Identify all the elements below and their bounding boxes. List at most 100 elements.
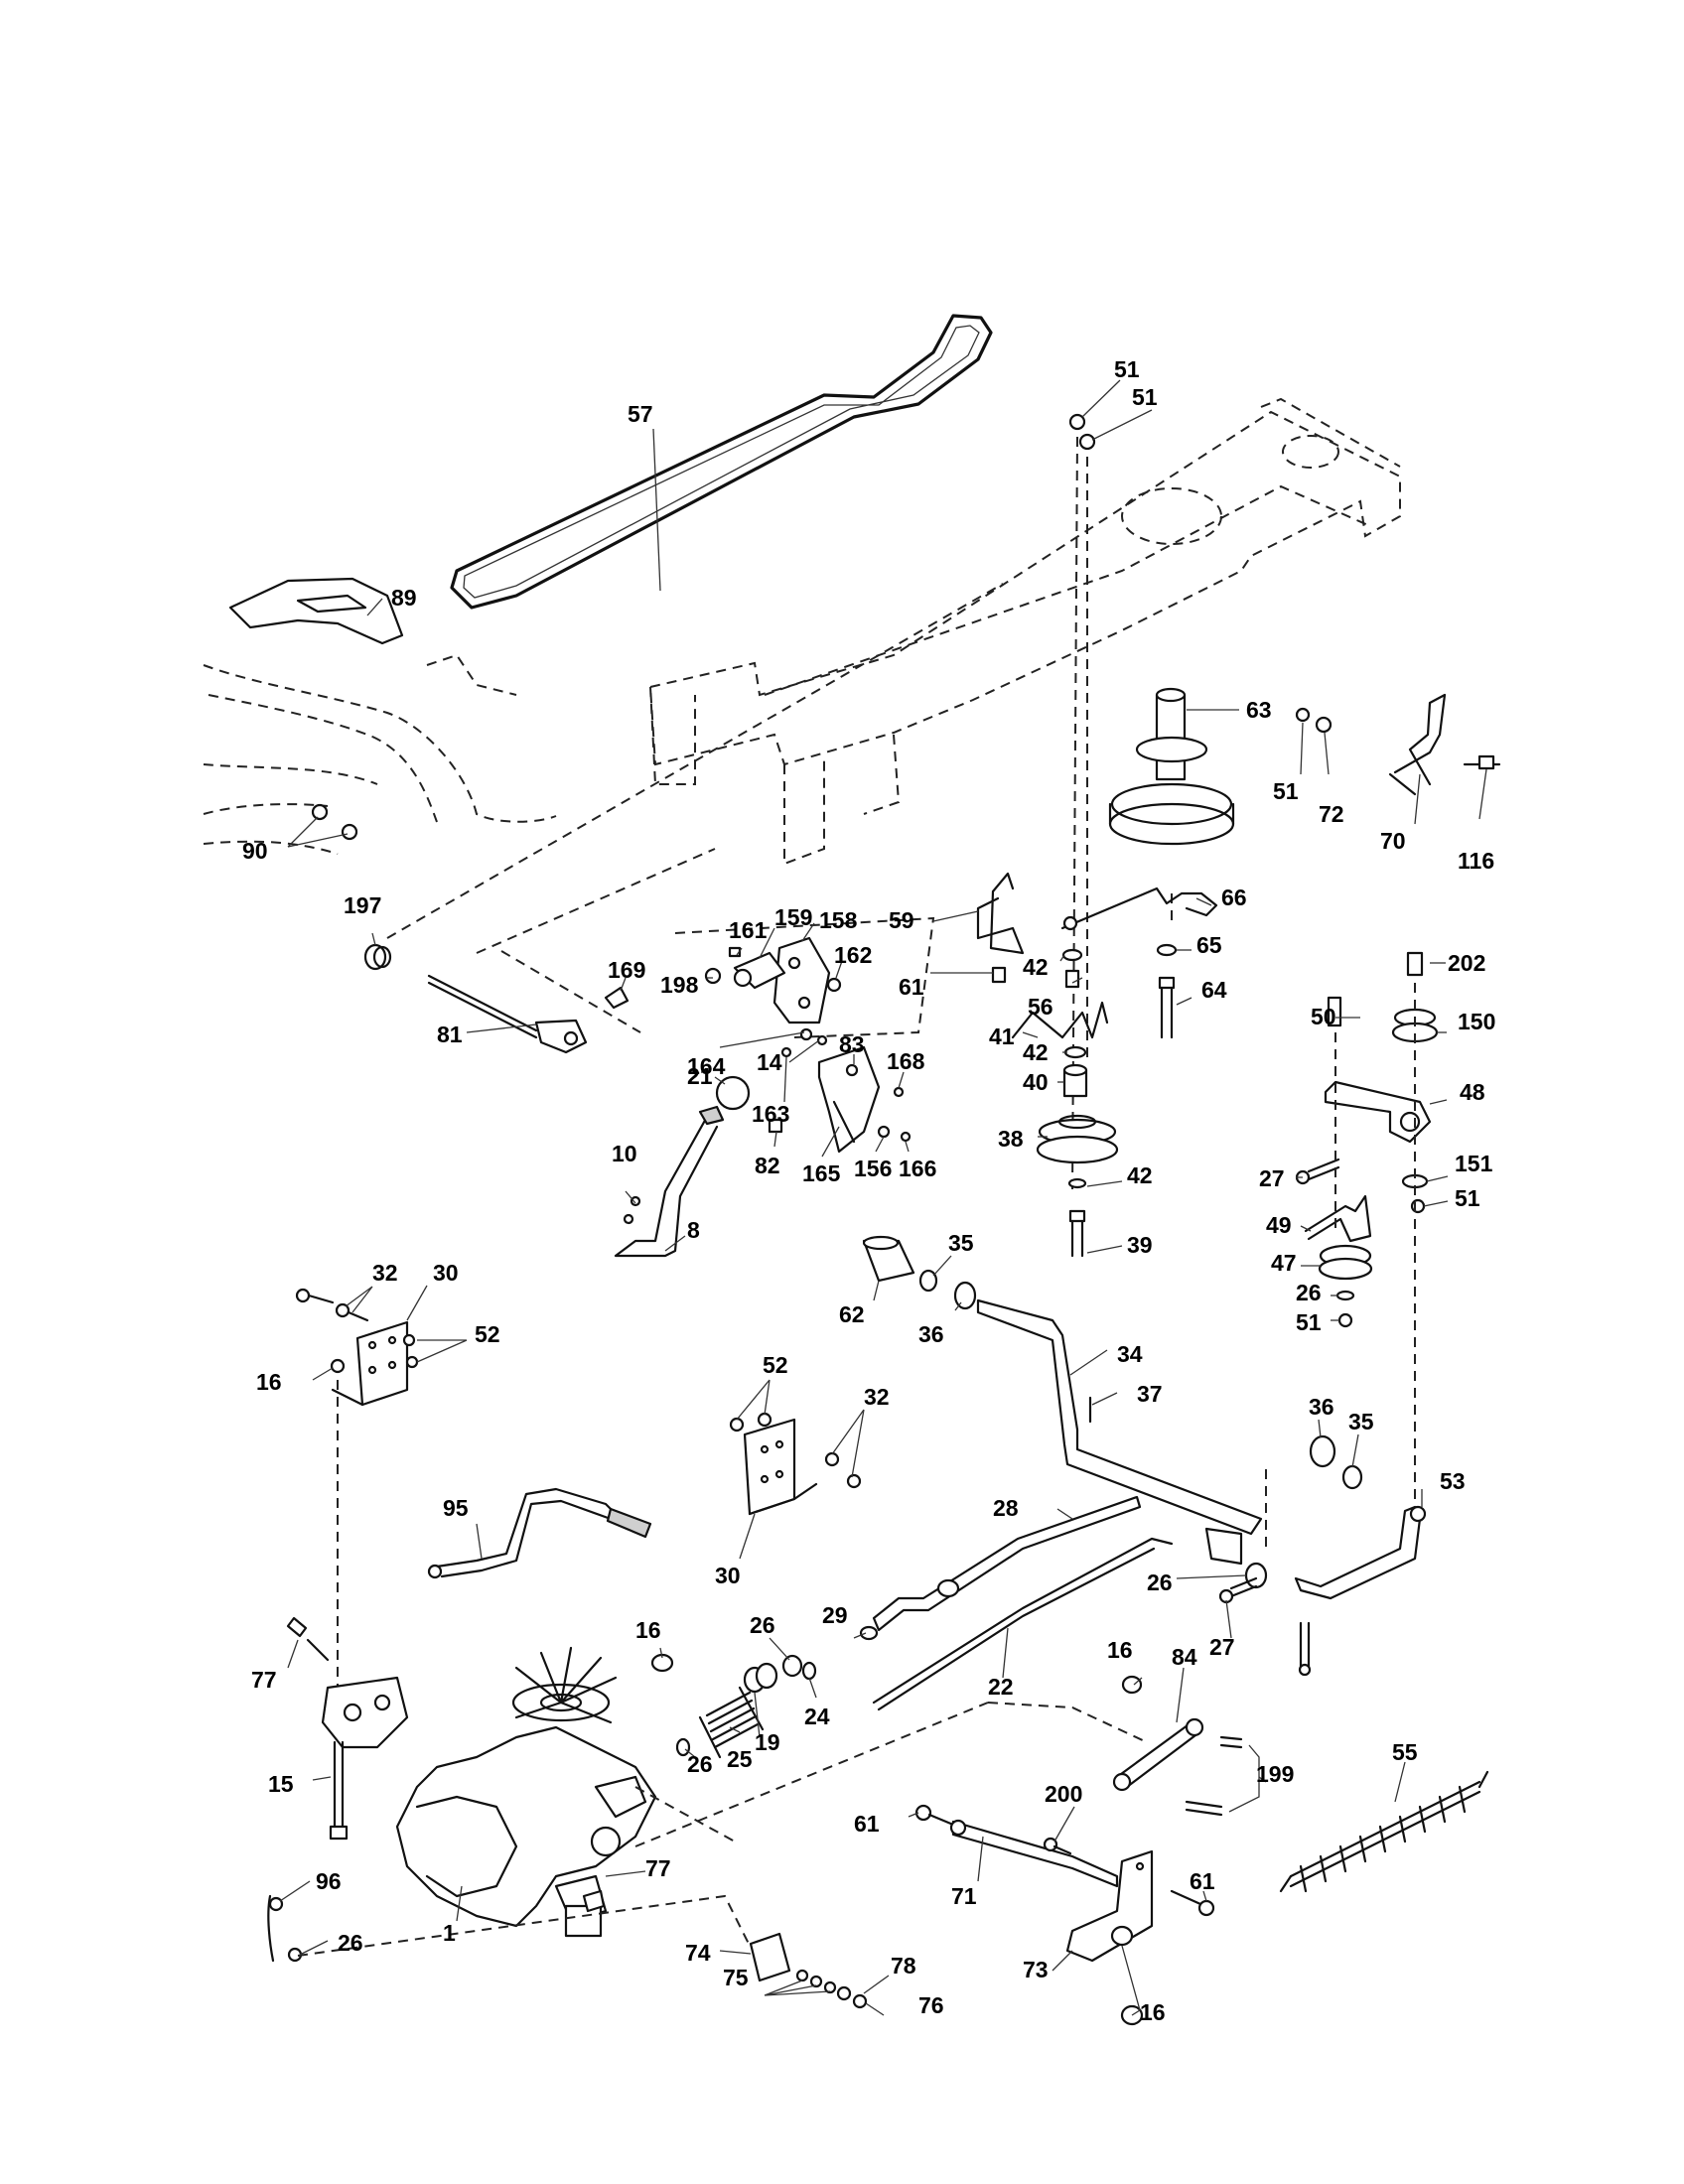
bolt-56 <box>1064 969 1080 989</box>
callout-38: 38 <box>998 1126 1024 1152</box>
nut-16d <box>1110 1925 1144 2026</box>
callout-25: 25 <box>727 1746 753 1772</box>
bolt-27 <box>1295 1158 1340 1185</box>
callout-56: 56 <box>1028 994 1053 1020</box>
callout-77: 77 <box>645 1855 671 1881</box>
callout-labels: 57 51 51 89 90 63 51 72 70 116 197 81 16… <box>242 356 1495 2025</box>
callout-76: 76 <box>918 1992 944 2018</box>
cap-29 <box>859 1625 879 1641</box>
bolt-64 <box>1158 976 1176 1039</box>
screw-b <box>900 1131 912 1143</box>
callout-66: 66 <box>1221 885 1247 910</box>
callout-55: 55 <box>1392 1739 1418 1765</box>
nut-51b <box>1337 1312 1353 1328</box>
fender-nuts <box>311 803 358 841</box>
callout-64: 64 <box>1201 977 1227 1003</box>
spacer <box>704 967 722 985</box>
washer-right <box>1315 716 1333 734</box>
small-bolt <box>728 946 742 958</box>
callout-35: 35 <box>1348 1409 1374 1434</box>
callout-22: 22 <box>988 1674 1014 1700</box>
double-pulley <box>1108 687 1235 846</box>
rod-53 <box>1294 1505 1427 1600</box>
callout-14: 14 <box>757 1049 782 1075</box>
callout-16: 16 <box>1140 1999 1166 2025</box>
callout-26: 26 <box>750 1612 775 1638</box>
callout-16: 16 <box>1107 1637 1133 1663</box>
callout-52: 52 <box>475 1321 500 1347</box>
spacer-19 <box>743 1662 778 1694</box>
callout-26: 26 <box>1296 1280 1322 1305</box>
nut-35 <box>918 1269 938 1293</box>
callout-39: 39 <box>1127 1232 1153 1258</box>
callout-162: 162 <box>834 942 872 968</box>
washer-26 <box>1335 1290 1355 1301</box>
drive-belt <box>450 314 993 610</box>
callout-84: 84 <box>1172 1644 1197 1670</box>
callout-47: 47 <box>1271 1250 1297 1276</box>
callout-34: 34 <box>1117 1341 1143 1367</box>
callout-61: 61 <box>899 974 924 1000</box>
callout-61: 61 <box>854 1811 880 1837</box>
nut-top-a <box>1068 413 1086 431</box>
bracket-30 <box>331 1320 409 1407</box>
callout-53: 53 <box>1440 1468 1466 1494</box>
spacer-62 <box>862 1235 915 1283</box>
callout-164: 164 <box>687 1053 726 1079</box>
callout-82: 82 <box>755 1153 780 1178</box>
callout-150: 150 <box>1458 1009 1495 1034</box>
callout-35: 35 <box>948 1230 974 1256</box>
bolt-right <box>1463 754 1495 770</box>
screws <box>623 1195 641 1225</box>
callout-21: 21 <box>687 1063 713 1089</box>
callout-165: 165 <box>802 1160 841 1186</box>
washer-26b <box>1244 1562 1268 1589</box>
bolts-32 <box>295 1288 369 1322</box>
frame <box>648 397 1401 866</box>
callout-200: 200 <box>1045 1781 1082 1807</box>
mount-plate-lines <box>386 583 1004 1038</box>
callout-26: 26 <box>687 1751 713 1777</box>
washer-65 <box>1156 943 1178 957</box>
callout-15: 15 <box>268 1771 294 1797</box>
callout-36: 36 <box>1309 1394 1334 1420</box>
callout-32: 32 <box>864 1384 890 1410</box>
bracket-30b <box>743 1418 818 1516</box>
callout-166: 166 <box>899 1156 936 1181</box>
bolt-27b <box>1218 1576 1312 1677</box>
washer-42a <box>1061 948 1083 962</box>
callout-49: 49 <box>1266 1212 1292 1238</box>
washer-26d <box>675 1737 691 1757</box>
shift-rod <box>427 1487 652 1579</box>
washer-b <box>877 1125 891 1139</box>
callout-151: 151 <box>1455 1151 1493 1176</box>
callout-116: 116 <box>1458 848 1494 874</box>
callout-30: 30 <box>433 1260 459 1286</box>
callout-30: 30 <box>715 1563 741 1588</box>
nuts-52 <box>402 1333 419 1369</box>
bracket-71 <box>949 1819 1119 1888</box>
brake-rod <box>872 1495 1243 1632</box>
nut-51 <box>1410 1198 1426 1214</box>
nut-top-b <box>1078 433 1096 451</box>
washer-26c <box>781 1654 803 1678</box>
belt-keeper <box>1060 887 1218 931</box>
bolt-61c <box>1170 1889 1215 1917</box>
callout-73: 73 <box>1023 1957 1049 1982</box>
callout-48: 48 <box>1460 1079 1485 1105</box>
bracket <box>817 1045 881 1154</box>
fender-cover <box>228 577 404 645</box>
callout-89: 89 <box>391 585 417 611</box>
washer-24 <box>801 1661 817 1681</box>
callout-26: 26 <box>1147 1570 1173 1595</box>
idler-arm <box>1324 1080 1432 1144</box>
bolt-guide <box>991 966 1007 984</box>
bottom-dash <box>297 1702 1148 1957</box>
bolt-15 <box>329 1740 349 1841</box>
idler-47 <box>1318 1244 1373 1281</box>
callout-29: 29 <box>822 1602 848 1628</box>
callout-32: 32 <box>372 1260 398 1286</box>
callout-197: 197 <box>344 892 381 918</box>
fender-outline <box>203 653 557 855</box>
